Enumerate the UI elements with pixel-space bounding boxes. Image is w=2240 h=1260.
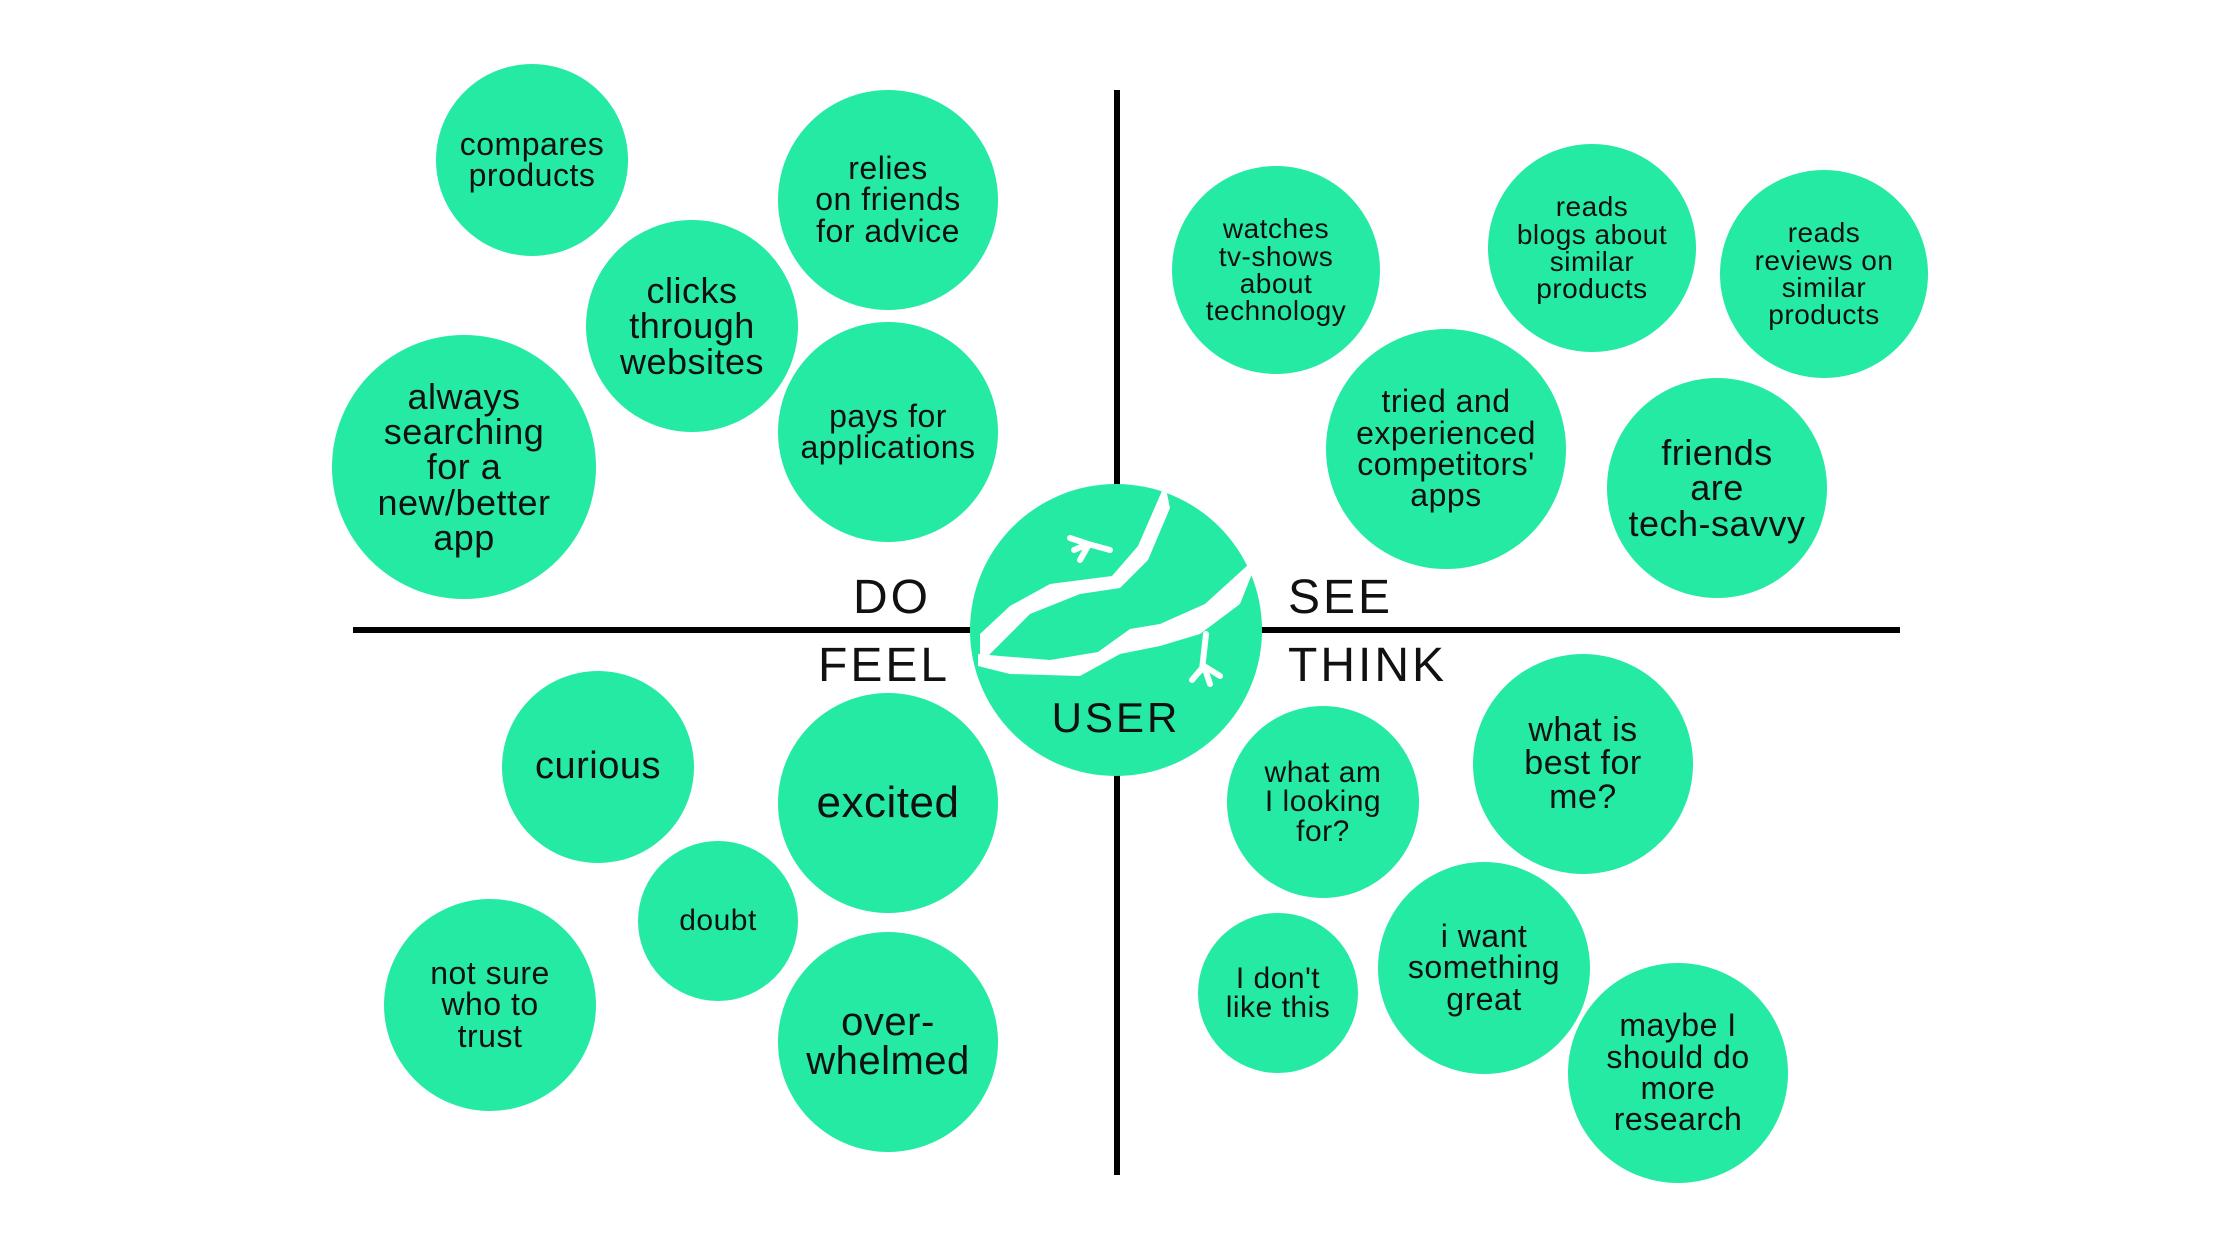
do-bubble: relies on friends for advice bbox=[778, 90, 998, 310]
see-bubble: friends are tech-savvy bbox=[1607, 378, 1827, 598]
feel-bubble: curious bbox=[502, 671, 694, 863]
think-bubble: maybe I should do more research bbox=[1568, 963, 1788, 1183]
see-bubble: watches tv-shows about technology bbox=[1172, 166, 1380, 374]
do-bubble: always searching for a new/better app bbox=[332, 335, 596, 599]
feel-bubble: not sure who to trust bbox=[384, 899, 596, 1111]
quadrant-label-see: SEE bbox=[1288, 571, 1394, 624]
think-bubble: what am I looking for? bbox=[1227, 706, 1419, 898]
feel-bubble: doubt bbox=[638, 841, 798, 1001]
think-bubble: I don't like this bbox=[1198, 913, 1358, 1073]
horizontal-axis-left bbox=[353, 627, 973, 633]
do-bubble: clicks through websites bbox=[586, 220, 798, 432]
quadrant-label-think: THINK bbox=[1288, 639, 1447, 692]
see-bubble: tried and experienced competitors' apps bbox=[1326, 329, 1566, 569]
horizontal-axis-right bbox=[1260, 627, 1900, 633]
feel-bubble: over- whelmed bbox=[778, 932, 998, 1152]
vertical-axis-top bbox=[1114, 90, 1120, 485]
user-circle: USER bbox=[970, 484, 1262, 776]
think-bubble: what is best for me? bbox=[1473, 654, 1693, 874]
do-bubble: pays for applications bbox=[778, 322, 998, 542]
user-label: USER bbox=[1051, 694, 1181, 741]
think-bubble: i want something great bbox=[1378, 862, 1590, 1074]
vertical-axis-bottom bbox=[1114, 775, 1120, 1175]
chameleon-silhouette-icon bbox=[978, 484, 1260, 687]
quadrant-label-feel: FEEL bbox=[818, 639, 951, 692]
feel-bubble: excited bbox=[778, 693, 998, 913]
do-bubble: compares products bbox=[436, 64, 628, 256]
quadrant-label-do: DO bbox=[853, 571, 931, 624]
see-bubble: reads reviews on similar products bbox=[1720, 170, 1928, 378]
see-bubble: reads blogs about similar products bbox=[1488, 144, 1696, 352]
